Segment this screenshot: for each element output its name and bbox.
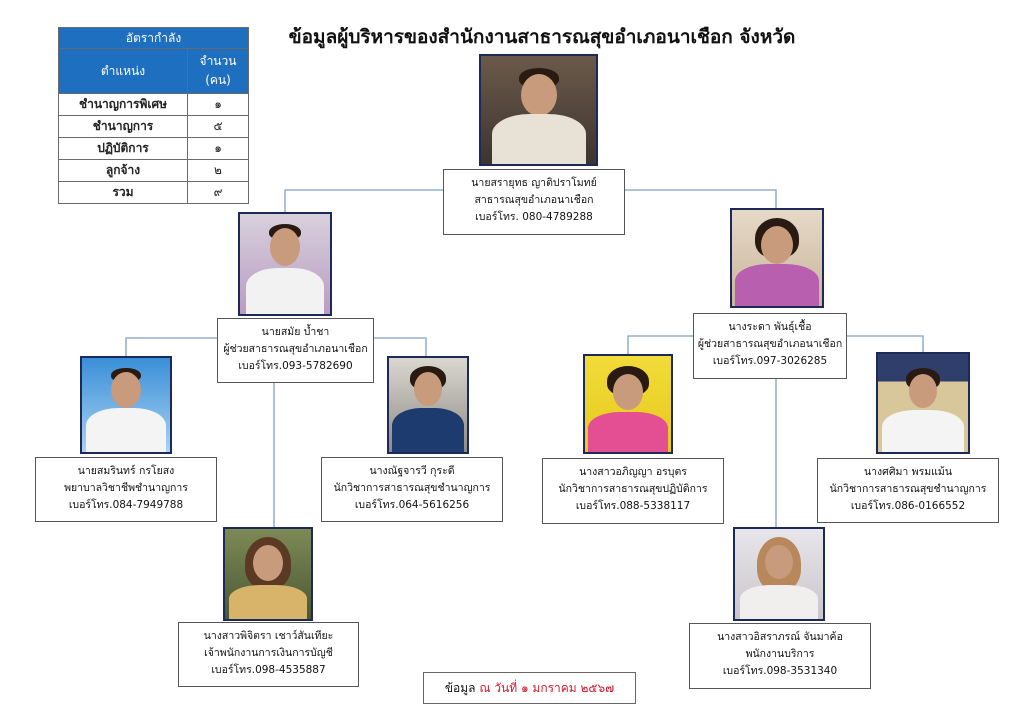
staff-3-card: นางสาวอภิญญา อรบุตร นักวิชาการสาธารณสุขป… xyxy=(542,458,724,524)
person-name: นางศศิมา พรมแม้น xyxy=(863,466,953,478)
person-role: ผู้ช่วยสาธารณสุขอำเภอนาเชือก xyxy=(697,338,843,350)
position-cell: รวม xyxy=(58,181,188,204)
person-phone: เบอร์โทร.064-5616256 xyxy=(354,499,470,511)
person-phone: เบอร์โทร.098-4535887 xyxy=(211,664,326,676)
person-name: นางสาวอภิญญา อรบุตร xyxy=(579,466,687,478)
connector-line xyxy=(374,337,427,356)
connector-line xyxy=(627,335,693,354)
staff-2-card: นางณัฐจารวี กุระดี นักวิชาการสาธารณสุขชำ… xyxy=(321,457,503,522)
person-name: นายสรายุทธ ญาติปราโมทย์ xyxy=(471,177,597,189)
staff-3-photo xyxy=(583,354,673,454)
table-row: ลูกจ้าง๒ xyxy=(58,159,249,182)
deputy-right-photo xyxy=(730,208,824,308)
person-role: นักวิชาการสาธารณสุขปฏิบัติการ xyxy=(558,483,708,495)
connector-line xyxy=(625,189,777,208)
data-date-box: ข้อมูล ณ วันที่ ๑ มกราคม ๒๕๖๗ xyxy=(423,672,636,704)
table-row: รวม๙ xyxy=(58,181,249,204)
table-row: ชำนาญการ๕ xyxy=(58,115,249,138)
count-cell: ๙ xyxy=(187,181,249,204)
staff-6-card: นางสาวอิสราภรณ์ จันมาค้อ พนักงานบริการ เ… xyxy=(689,623,871,689)
staff-5-photo xyxy=(223,527,313,621)
connector-line xyxy=(125,337,217,356)
person-name: นายสมรินทร์ กรโยสง xyxy=(77,465,175,477)
data-date-value: ณ วันที่ ๑ มกราคม ๒๕๖๗ xyxy=(479,681,615,695)
person-name: นายสมัย บ้ำชา xyxy=(261,326,330,338)
table-row: ปฏิบัติการ๑ xyxy=(58,137,249,160)
person-phone: เบอร์โทร.086-0166552 xyxy=(850,500,966,512)
person-name: นางระดา พันธุ์เชื้อ xyxy=(728,321,812,333)
person-phone: เบอร์โทร.097-3026285 xyxy=(712,355,828,367)
person-role: พยาบาลวิชาชีพชำนาญการ xyxy=(64,482,188,494)
staff-1-photo xyxy=(80,356,172,454)
person-role: พนักงานบริการ xyxy=(745,648,815,660)
person-role: นักวิชาการสาธารณสุขชำนาญการ xyxy=(333,482,491,494)
person-role: สาธารณสุขอำเภอนาเชือก xyxy=(474,194,594,206)
staff-6-photo xyxy=(733,527,825,621)
person-role: ผู้ช่วยสาธารณสุขอำเภอนาเชือก xyxy=(223,343,368,355)
connector-line xyxy=(847,335,924,352)
person-name: นางสาวอิสราภรณ์ จันมาค้อ xyxy=(717,631,843,643)
person-phone: เบอร์โทร.088-5338117 xyxy=(575,500,691,512)
person-phone: เบอร์โทร.093-5782690 xyxy=(238,360,353,372)
staffing-table-title: อัตรากำลัง xyxy=(58,27,249,49)
connector-line xyxy=(284,189,443,212)
staff-1-card: นายสมรินทร์ กรโยสง พยาบาลวิชาชีพชำนาญการ… xyxy=(35,457,217,522)
director-card: นายสรายุทธ ญาติปราโมทย์ สาธารณสุขอำเภอนา… xyxy=(443,169,625,235)
column-header-count: จำนวน (คน) xyxy=(187,48,249,94)
deputy-right-card: นางระดา พันธุ์เชื้อ ผู้ช่วยสาธารณสุขอำเภ… xyxy=(693,313,847,379)
staff-5-card: นางสาวพิจิตรา เชาว์สันเทียะ เจ้าพนักงานก… xyxy=(178,622,359,687)
person-role: นักวิชาการสาธารณสุขชำนาญการ xyxy=(829,483,987,495)
staff-2-photo xyxy=(387,356,469,454)
person-name: นางสาวพิจิตรา เชาว์สันเทียะ xyxy=(203,630,334,642)
person-role: เจ้าพนักงานการเงินการบัญชี xyxy=(204,647,333,659)
staff-4-photo xyxy=(876,352,970,454)
person-phone: เบอร์โทร. 080-4789288 xyxy=(475,211,593,223)
staffing-table: อัตรากำลัง ตำแหน่ง จำนวน (คน) ชำนาญการพิ… xyxy=(58,27,249,204)
deputy-left-photo xyxy=(238,212,332,316)
person-phone: เบอร์โทร.084-7949788 xyxy=(68,499,184,511)
person-phone: เบอร์โทร.098-3531340 xyxy=(722,665,838,677)
director-photo xyxy=(479,54,598,166)
staff-4-card: นางศศิมา พรมแม้น นักวิชาการสาธารณสุขชำนา… xyxy=(817,458,999,523)
data-date-label: ข้อมูล xyxy=(444,681,476,695)
person-name: นางณัฐจารวี กุระดี xyxy=(369,465,455,477)
deputy-left-card: นายสมัย บ้ำชา ผู้ช่วยสาธารณสุขอำเภอนาเชื… xyxy=(217,318,374,383)
